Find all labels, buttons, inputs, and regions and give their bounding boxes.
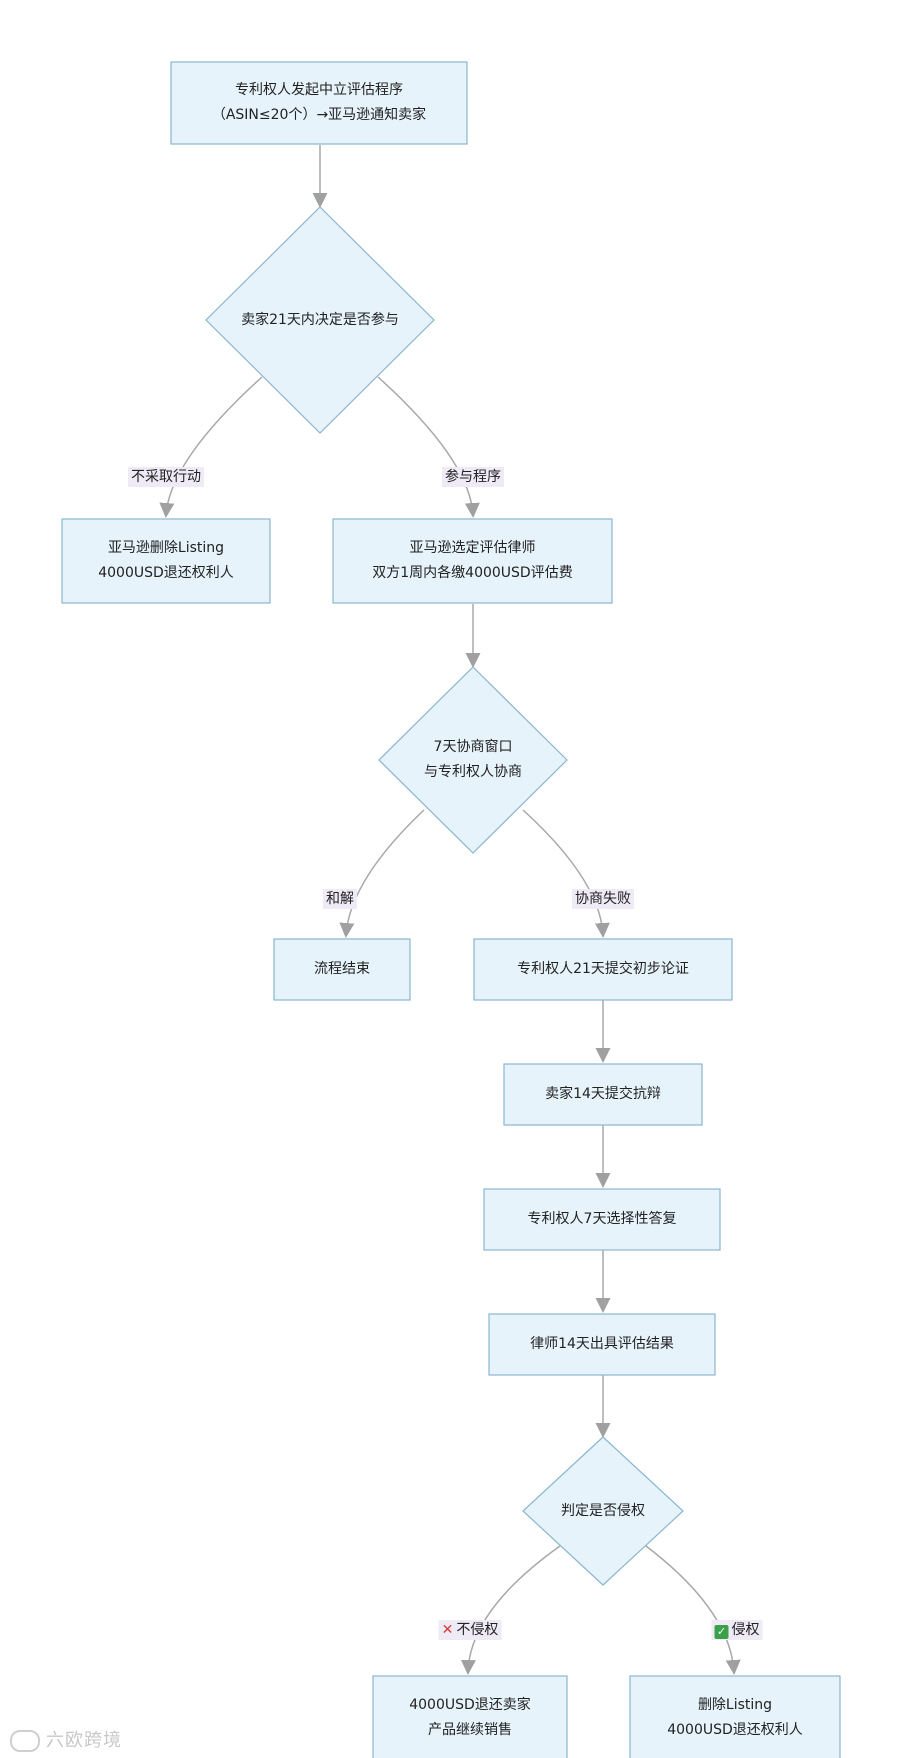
check-mark-icon: ✓ bbox=[714, 1625, 729, 1639]
node-remove-listing bbox=[61, 518, 271, 604]
edge-negotiate-to-argument bbox=[522, 809, 610, 938]
edge-label-settle: 和解 bbox=[323, 889, 357, 909]
node-negotiate bbox=[378, 666, 568, 854]
node-delete-listing bbox=[629, 1675, 841, 1758]
node-initial-argument-label: 专利权人21天提交初步论证 bbox=[517, 961, 689, 977]
node-refund-seller bbox=[372, 1675, 568, 1758]
node-seller-defense bbox=[503, 1063, 703, 1126]
cross-mark-icon: ✕ bbox=[441, 1622, 454, 1638]
edge-decide-to-remove bbox=[159, 376, 263, 518]
node-initial-argument bbox=[473, 938, 733, 1001]
node-start-label: 专利权人发起中立评估程序 （ASIN≤20个）→亚马逊通知卖家 bbox=[211, 82, 427, 123]
node-end-process bbox=[273, 938, 411, 1001]
node-select-lawyer bbox=[332, 518, 613, 604]
edge-label-no-action: 不采取行动 bbox=[128, 467, 204, 487]
node-negotiate-label: 7天协商窗口 与专利权人协商 bbox=[424, 739, 522, 780]
node-start bbox=[170, 61, 468, 145]
node-lawyer-result bbox=[488, 1313, 716, 1376]
node-select-lawyer-label: 亚马逊选定评估律师 双方1周内各缴4000USD评估费 bbox=[372, 540, 573, 581]
node-end-process-label: 流程结束 bbox=[314, 961, 370, 977]
node-optional-reply bbox=[483, 1188, 721, 1251]
node-decide-participate-label: 卖家21天内决定是否参与 bbox=[241, 312, 399, 328]
node-seller-defense-label: 卖家14天提交抗辩 bbox=[545, 1086, 661, 1102]
watermark: 六欧跨境 bbox=[10, 1726, 122, 1752]
node-infringe-decision bbox=[522, 1436, 684, 1586]
node-refund-seller-label: 4000USD退还卖家 产品继续销售 bbox=[409, 1697, 531, 1738]
edge-decision-to-refund bbox=[460, 1545, 561, 1675]
edge-decision-to-delete bbox=[645, 1545, 741, 1675]
edge-decide-to-lawyer bbox=[377, 376, 480, 518]
node-remove-listing-label: 亚马逊删除Listing 4000USD退还权利人 bbox=[98, 540, 234, 581]
node-lawyer-result-label: 律师14天出具评估结果 bbox=[530, 1336, 674, 1352]
node-optional-reply-label: 专利权人7天选择性答复 bbox=[527, 1211, 677, 1227]
edge-label-negotiation-failed: 协商失败 bbox=[572, 889, 634, 909]
edge-label-participate: 参与程序 bbox=[442, 467, 504, 487]
watermark-logo-icon bbox=[10, 1730, 40, 1752]
node-delete-listing-label: 删除Listing 4000USD退还权利人 bbox=[667, 1697, 803, 1738]
edge-label-not-infringe: ✕不侵权 bbox=[438, 1620, 502, 1640]
node-decide-participate bbox=[205, 206, 435, 434]
node-infringe-decision-label: 判定是否侵权 bbox=[561, 1503, 645, 1519]
edge-label-infringe: ✓侵权 bbox=[711, 1620, 763, 1640]
edge-negotiate-to-end bbox=[339, 809, 425, 938]
